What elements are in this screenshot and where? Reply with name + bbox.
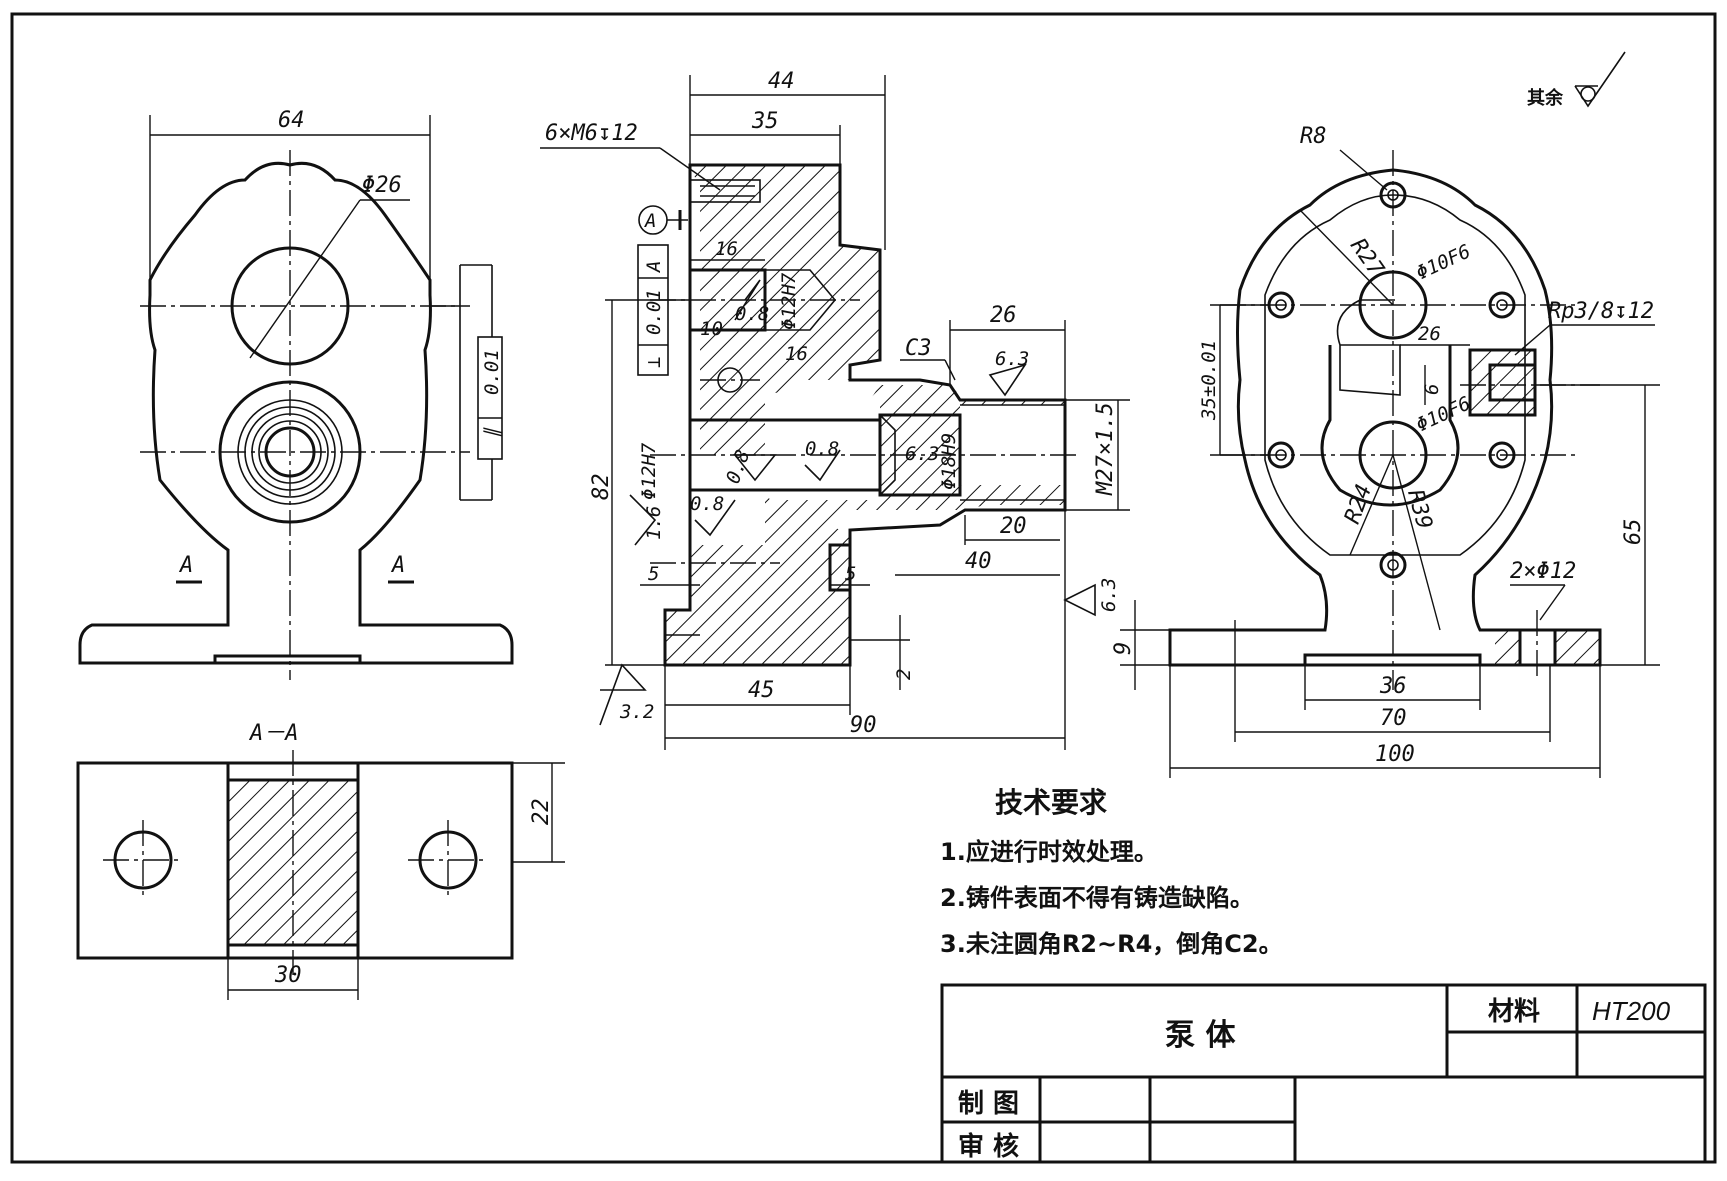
- svg-text:A: A: [643, 261, 665, 273]
- svg-text:0.8: 0.8: [735, 303, 769, 325]
- svg-text:6.3: 6.3: [1098, 578, 1120, 612]
- dim-10: 10: [700, 318, 723, 340]
- notes-title: 技术要求: [995, 786, 1107, 819]
- material-label: 材料: [1488, 997, 1540, 1027]
- svg-text:0.01: 0.01: [481, 349, 503, 395]
- callout-chamfer: C3: [905, 336, 932, 361]
- dim-65: 65: [1621, 519, 1646, 546]
- dim-16b: 16: [785, 343, 808, 365]
- dim-5b: 5: [845, 563, 856, 585]
- dim-100: 100: [1375, 742, 1415, 767]
- svg-text:6.3: 6.3: [995, 348, 1029, 370]
- svg-text:其余: 其余: [1527, 87, 1564, 109]
- left-front-view: 64 Φ26 ∥ 0.01 A A: [78, 108, 514, 680]
- dim-40: 40: [965, 549, 992, 574]
- dim-35-tol: 35±0.01: [1198, 340, 1220, 421]
- svg-text:0.01: 0.01: [643, 289, 665, 335]
- note-2: 2.铸件表面不得有铸造缺陷。: [940, 884, 1254, 912]
- middle-section-view: 44 35 6×M6↧12 A ⊥ 0.01 A 16 16 10 Φ12H7 …: [540, 69, 1130, 750]
- dim-22: 22: [529, 799, 554, 826]
- dim-26-right: 26: [1418, 323, 1441, 345]
- dim-phi26: Φ26: [362, 173, 402, 198]
- svg-text:6.3: 6.3: [905, 443, 939, 465]
- left-tolerance-frame: ∥ 0.01: [430, 264, 503, 501]
- svg-text:3.2: 3.2: [619, 701, 654, 723]
- callout-bore3: Φ18H9: [938, 433, 960, 490]
- dim-5a: 5: [648, 563, 659, 585]
- dim-20: 20: [1000, 514, 1027, 539]
- right-view: R8 R27 R24 R39 Φ10F6 Φ10F6 Rp3/8↧12 26 6…: [1111, 124, 1660, 778]
- svg-text:∥: ∥: [481, 427, 503, 438]
- dim-82: 82: [589, 474, 614, 501]
- dim-26: 26: [990, 303, 1017, 328]
- drawn-label: 制 图: [958, 1089, 1019, 1119]
- left-body-outline: [78, 161, 514, 665]
- callout-holes: 2×Φ12: [1510, 559, 1576, 584]
- checked-label: 审 核: [958, 1131, 1019, 1162]
- dim-9: 9: [1111, 642, 1136, 655]
- dim-36: 36: [1379, 674, 1407, 699]
- callout-phi10-top: Φ10F6: [1413, 240, 1474, 284]
- callout-thread-outer: M27×1.5: [1093, 402, 1118, 496]
- dim-2: 2: [893, 669, 915, 680]
- callout-r8: R8: [1300, 124, 1327, 149]
- dim-64: 64: [278, 108, 305, 133]
- callout-r24: R24: [1340, 481, 1377, 527]
- dim-35: 35: [751, 109, 779, 134]
- section-a-a-view: A－A 30 22: [76, 721, 565, 1000]
- general-roughness-note: 其余: [1527, 51, 1626, 109]
- svg-text:A: A: [644, 210, 656, 232]
- section-title: A－A: [248, 721, 299, 746]
- note-3: 3.未注圆角R2~R4，倒角C2。: [940, 930, 1283, 958]
- svg-text:0.8: 0.8: [690, 493, 724, 515]
- section-mark-right: A: [390, 553, 405, 578]
- dim-44: 44: [768, 69, 795, 94]
- dim-16a: 16: [715, 238, 738, 260]
- dim-45: 45: [748, 678, 775, 703]
- dim-30: 30: [274, 963, 302, 988]
- part-name: 泵 体: [1165, 1018, 1236, 1053]
- callout-phi10-bot: Φ10F6: [1413, 392, 1474, 436]
- svg-text:0.8: 0.8: [805, 438, 839, 460]
- upper-bore: [230, 246, 350, 366]
- callout-bore1: Φ12H7: [778, 272, 800, 330]
- dim-90: 90: [850, 713, 877, 738]
- material-value: HT200: [1592, 996, 1671, 1026]
- drawing-border: [10, 12, 1717, 1164]
- section-mark-left: A: [178, 553, 193, 578]
- technical-notes: 技术要求 1.应进行时效处理。 2.铸件表面不得有铸造缺陷。 3.未注圆角R2~…: [940, 786, 1283, 958]
- title-block: 泵 体 材料 HT200 制 图 审 核: [940, 983, 1707, 1164]
- dim-70: 70: [1380, 706, 1407, 731]
- svg-text:⊥: ⊥: [643, 357, 665, 368]
- dim-6: 6: [1421, 384, 1443, 395]
- callout-thread: 6×M6↧12: [545, 121, 638, 146]
- callout-bore2: Φ12H7: [638, 442, 660, 500]
- note-1: 1.应进行时效处理。: [940, 838, 1158, 866]
- callout-pipe-thread: Rp3/8↧12: [1548, 299, 1654, 324]
